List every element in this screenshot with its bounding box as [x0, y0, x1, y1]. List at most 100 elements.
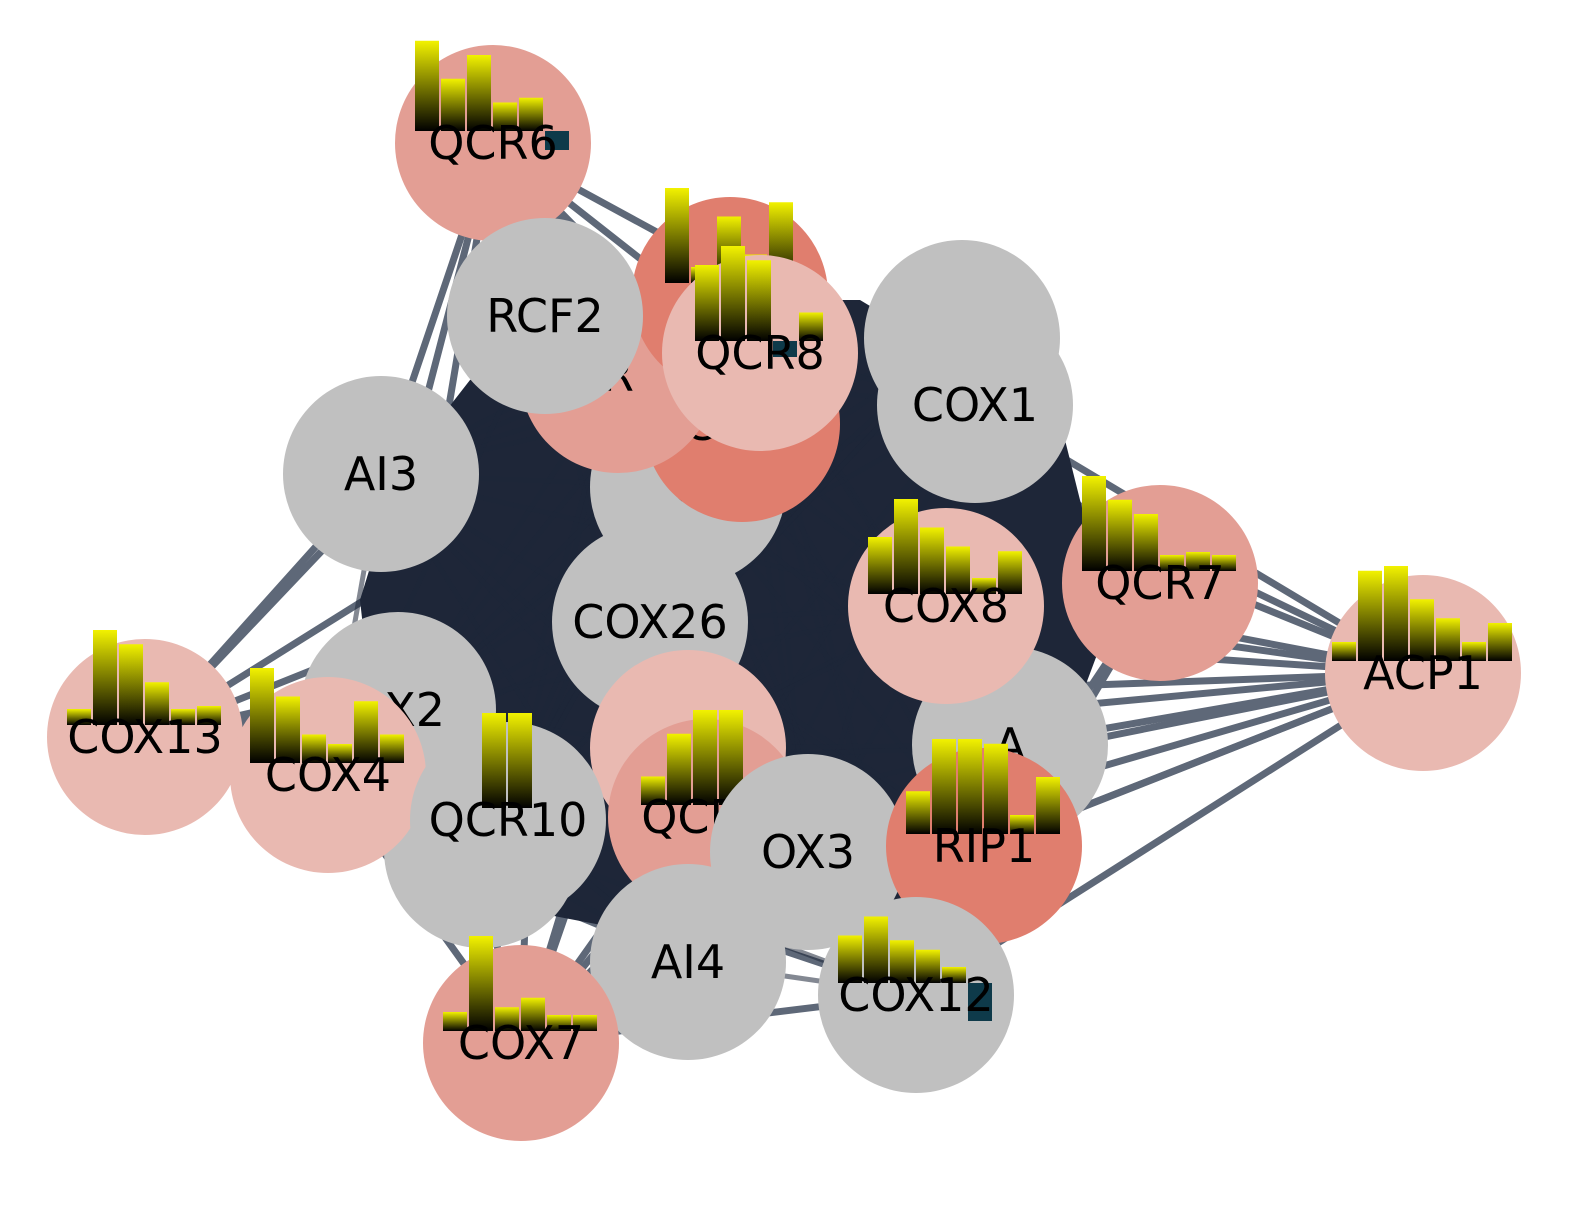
node-acp1[interactable]: ACP1: [1325, 566, 1521, 771]
bar-rip1-5: [1036, 777, 1060, 834]
node-label: QCR8: [695, 326, 825, 380]
node-rcf2[interactable]: RCF2: [447, 218, 643, 414]
node-qcr7[interactable]: QCR7: [1062, 476, 1258, 681]
bar-qcr2-0: [641, 776, 665, 805]
bar-qcr10-0: [482, 713, 506, 808]
bar-rip1-1: [932, 739, 956, 834]
node-ai4[interactable]: AI4: [590, 864, 786, 1060]
bar-qcr6-2: [467, 55, 491, 131]
bar-cox7-5: [573, 1015, 597, 1031]
bar-cox4-4: [354, 701, 378, 763]
bar-cox8-4: [972, 578, 996, 594]
bar-cox7-3: [521, 997, 545, 1031]
node-cox13[interactable]: COX13: [47, 630, 243, 835]
node-label: QCR10: [429, 793, 588, 847]
bar-rip1-2: [958, 739, 982, 834]
node-circle: [283, 376, 479, 572]
node-circle: [410, 722, 606, 918]
bar-qcr8-2: [747, 260, 771, 341]
node-qcr6[interactable]: QCR6: [395, 40, 591, 241]
bar-qcr6-4: [519, 97, 543, 131]
node-label: AI3: [344, 447, 418, 501]
bar-cox12-1: [864, 916, 888, 983]
bar-cox12-4: [942, 967, 966, 983]
node-cox8[interactable]: COX8: [848, 499, 1044, 704]
bar-qcr6-0: [415, 40, 439, 131]
bar-qcr10-1: [508, 713, 532, 808]
bar-qcr2-1: [667, 733, 691, 805]
bar-qcr6-3: [493, 102, 517, 131]
bar-rip1-4: [1010, 815, 1034, 834]
node-label: COX12: [838, 968, 993, 1022]
node-qcr10[interactable]: QCR10: [410, 713, 606, 918]
bar-qcr6-5: [545, 131, 569, 150]
node-qcr8[interactable]: QCR8: [662, 246, 858, 451]
node-cox4[interactable]: COX4: [230, 668, 426, 873]
bar-acp1-0: [1332, 642, 1356, 661]
bar-cox13-1: [93, 630, 117, 725]
bar-cox4-1: [276, 696, 300, 763]
bar-cox7-2: [495, 1007, 519, 1031]
node-label: COX4: [265, 748, 391, 802]
bar-qcr9-0: [665, 188, 689, 283]
bar-qcr8-4: [799, 312, 823, 341]
bar-qcr7-1: [1108, 499, 1132, 571]
bar-qcr2-2: [693, 710, 717, 805]
bar-qcr7-4: [1186, 552, 1210, 571]
bar-acp1-5: [1462, 642, 1486, 661]
node-cox7[interactable]: COX7: [423, 936, 619, 1141]
bar-cox4-0: [250, 668, 274, 763]
node-ai3[interactable]: AI3: [283, 376, 479, 572]
bar-cox12-5: [968, 983, 992, 1021]
node-rip1[interactable]: RIP1: [886, 739, 1082, 944]
node-label: QCR7: [1095, 556, 1225, 610]
bar-rip1-3: [984, 743, 1008, 834]
bar-qcr7-0: [1082, 476, 1106, 571]
bar-cox4-3: [328, 744, 352, 763]
node-label: COX13: [67, 710, 222, 764]
node-label: ACP1: [1363, 646, 1483, 700]
bar-acp1-4: [1436, 618, 1460, 661]
node-cox1[interactable]: COX1: [877, 307, 1073, 503]
bar-cox8-2: [920, 527, 944, 594]
bar-cox13-3: [145, 682, 169, 725]
bar-cox13-2: [119, 644, 143, 725]
node-label: COX1: [912, 378, 1038, 432]
node-label: AI4: [651, 935, 725, 989]
node-cox12[interactable]: COX12: [818, 897, 1014, 1093]
node-label: QCR6: [428, 116, 558, 170]
bar-cox13-4: [171, 709, 195, 725]
node-label: COX7: [458, 1016, 584, 1070]
bar-qcr6-1: [441, 78, 465, 131]
bar-cox13-0: [67, 709, 91, 725]
bar-qcr8-0: [695, 265, 719, 341]
bar-qcr7-2: [1134, 514, 1158, 571]
bar-rip1-0: [906, 791, 930, 834]
bar-acp1-1: [1358, 570, 1382, 661]
node-label: RCF2: [486, 289, 604, 343]
bar-cox13-5: [197, 706, 221, 725]
bar-acp1-2: [1384, 566, 1408, 661]
node-circle: [590, 864, 786, 1060]
node-circle: [447, 218, 643, 414]
bar-cox12-3: [916, 949, 940, 983]
node-cox3[interactable]: OX3: [710, 754, 906, 950]
node-layer: AI3OX2CCOX26CCYT1RCQCR6RCF2QCR8ACOX1AQCR…: [47, 40, 1521, 1141]
bar-cox12-0: [838, 935, 862, 983]
bar-cox7-4: [547, 1015, 571, 1031]
bar-qcr8-3: [773, 341, 797, 357]
bar-cox7-1: [469, 936, 493, 1031]
node-label: RIP1: [933, 819, 1036, 873]
bar-cox12-2: [890, 940, 914, 983]
node-circle: [877, 307, 1073, 503]
bar-cox8-3: [946, 546, 970, 594]
bar-cox7-0: [443, 1012, 467, 1031]
node-label: OX3: [761, 825, 855, 879]
bar-qcr8-1: [721, 246, 745, 341]
bar-acp1-6: [1488, 623, 1512, 661]
bar-cox8-1: [894, 499, 918, 594]
node-label: COX8: [883, 579, 1009, 633]
node-label: COX26: [572, 595, 727, 649]
